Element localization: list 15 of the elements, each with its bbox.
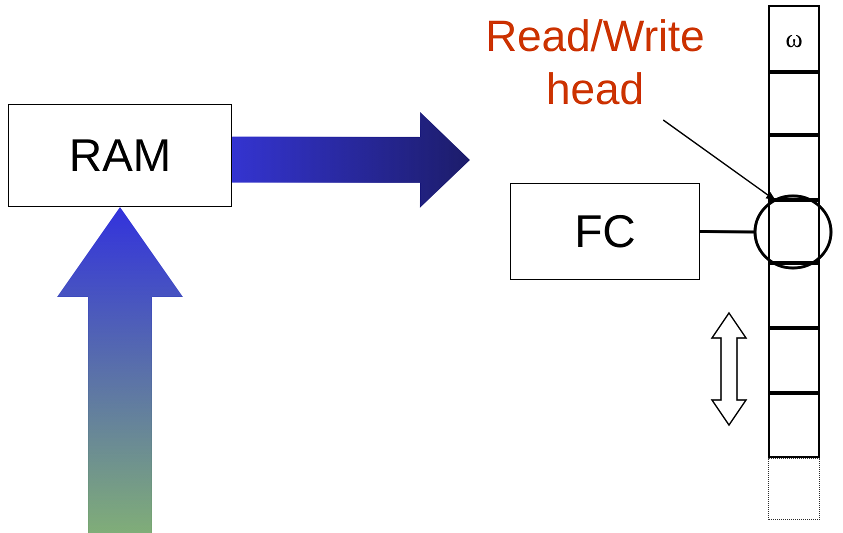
callout-text: Read/Write head (440, 8, 750, 120)
tape-cell (768, 263, 820, 328)
leader-line (662, 119, 776, 201)
tape-cell (768, 393, 820, 458)
process-box: FC (510, 183, 700, 280)
connector-line (700, 230, 756, 234)
tape-cell (768, 72, 820, 135)
tape-cell (768, 458, 820, 520)
tape-cell: ω (768, 5, 820, 72)
head-ellipse (753, 194, 833, 270)
process-box: RAM (8, 104, 232, 207)
tape-cell (768, 135, 820, 200)
tape-cell (768, 328, 820, 393)
block-arrow (232, 112, 470, 208)
block-arrow (57, 207, 183, 533)
